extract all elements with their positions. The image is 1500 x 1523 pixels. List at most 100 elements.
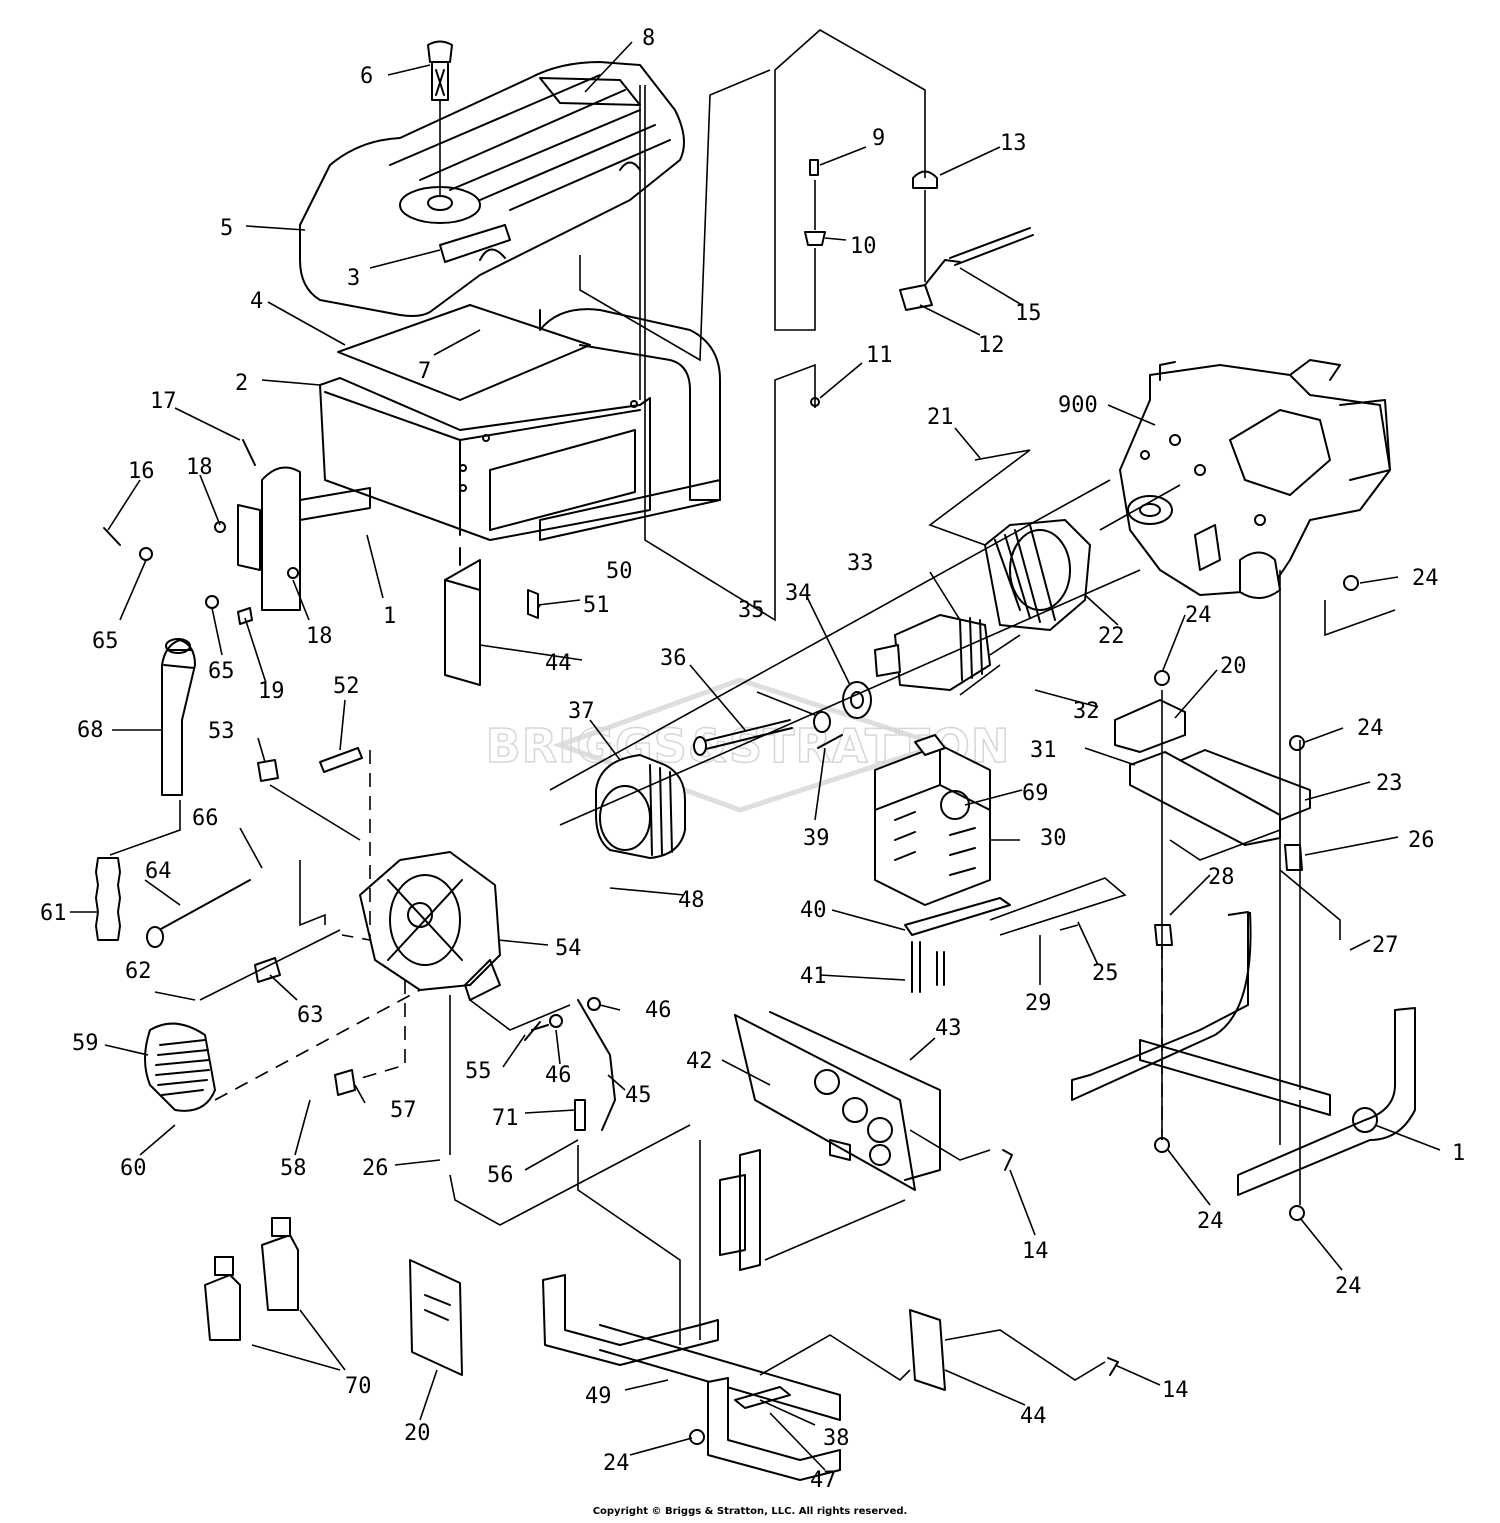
callout-27: 27 (1372, 933, 1399, 958)
mounting-rails (1114, 699, 1311, 946)
stator (595, 754, 686, 859)
fuel-tank-plate (337, 304, 591, 401)
callout-9: 9 (872, 126, 885, 151)
callout-17: 17 (150, 389, 177, 414)
muffler-bolts (817, 734, 945, 993)
callout-66: 66 (192, 806, 219, 831)
callout-55: 55 (465, 1059, 492, 1084)
callout-24a: 24 (1412, 566, 1439, 591)
callout-52: 52 (333, 674, 360, 699)
callout-8: 8 (642, 26, 655, 51)
callout-49: 49 (585, 1384, 612, 1409)
callout-4: 4 (250, 289, 263, 314)
muffler-bracket (904, 897, 1011, 936)
callout-12: 12 (978, 333, 1005, 358)
callout-6: 6 (360, 64, 373, 89)
callout-5: 5 (220, 216, 233, 241)
callout-13: 13 (1000, 131, 1027, 156)
callout-18b: 18 (306, 624, 333, 649)
callout-50: 50 (606, 559, 633, 584)
callout-45: 45 (625, 1083, 652, 1108)
callout-51: 51 (583, 593, 610, 618)
frame-bracket-lower (909, 1309, 946, 1391)
callout-48: 48 (678, 888, 705, 913)
callout-28: 28 (1208, 865, 1235, 890)
assembly-lines (109, 29, 1396, 1382)
callout-34: 34 (785, 581, 812, 606)
callout-3: 3 (347, 266, 360, 291)
callout-68: 68 (77, 718, 104, 743)
callout-10: 10 (850, 234, 877, 259)
callout-1: 1 (383, 604, 396, 629)
callout-44b: 44 (1020, 1404, 1047, 1429)
callout-43: 43 (935, 1016, 962, 1041)
stator-housing (984, 519, 1091, 631)
oil-bottles (204, 1217, 299, 1341)
callout-58: 58 (280, 1156, 307, 1181)
callout-63: 63 (297, 1003, 324, 1028)
callout-59: 59 (72, 1031, 99, 1056)
callout-37: 37 (568, 699, 595, 724)
handle-assembly (161, 638, 196, 796)
engine-assembly (1119, 359, 1391, 599)
callout-36: 36 (660, 646, 687, 671)
callout-26b: 26 (362, 1156, 389, 1181)
callout-65b: 65 (208, 659, 235, 684)
callout-30: 30 (1040, 826, 1067, 851)
callout-2: 2 (235, 371, 248, 396)
frame-tube-upper (237, 308, 721, 611)
callout-23: 23 (1376, 771, 1403, 796)
muffler (874, 734, 991, 906)
callout-16: 16 (128, 459, 155, 484)
callout-24c: 24 (1357, 716, 1384, 741)
rotor (874, 614, 991, 691)
nuts-and-bolts (689, 575, 1359, 1445)
copyright-notice: Copyright © Briggs & Stratton, LLC. All … (592, 1506, 908, 1517)
callout-24b: 24 (1185, 603, 1212, 628)
callout-labels: 1 1 2 3 4 5 6 7 8 9 10 11 12 13 14 14 15… (40, 26, 1465, 1493)
callout-18a: 18 (186, 455, 213, 480)
ground-wire (524, 997, 616, 1131)
callout-20b: 20 (404, 1421, 431, 1446)
callout-24f: 24 (603, 1451, 630, 1476)
end-cover-grille (144, 1022, 216, 1112)
callout-70: 70 (345, 1374, 372, 1399)
callout-61: 61 (40, 901, 67, 926)
callout-35: 35 (738, 598, 765, 623)
callout-46a: 46 (645, 998, 672, 1023)
callout-24d: 24 (1197, 1209, 1224, 1234)
frame-right (1071, 911, 1416, 1196)
callout-46b: 46 (545, 1063, 572, 1088)
callout-24e: 24 (1335, 1274, 1362, 1299)
callout-21: 21 (927, 405, 954, 430)
callout-40: 40 (800, 898, 827, 923)
callout-31: 31 (1030, 738, 1057, 763)
callout-42: 42 (686, 1049, 713, 1074)
callout-15: 15 (1015, 301, 1042, 326)
fuel-tank (299, 61, 685, 317)
callout-33: 33 (847, 551, 874, 576)
frame-left (542, 1149, 841, 1481)
callout-69: 69 (1022, 781, 1049, 806)
leader-lines (70, 41, 1441, 1471)
callout-22: 22 (1098, 624, 1125, 649)
through-bolt (693, 719, 793, 756)
callout-54: 54 (555, 936, 582, 961)
callout-53: 53 (208, 719, 235, 744)
callout-19: 19 (258, 679, 285, 704)
callout-900: 900 (1058, 393, 1098, 418)
callout-39: 39 (803, 826, 830, 851)
callout-25: 25 (1092, 961, 1119, 986)
support-bracket (444, 547, 539, 686)
callout-1b: 1 (1452, 1141, 1465, 1166)
callout-32: 32 (1073, 699, 1100, 724)
callout-57: 57 (390, 1098, 417, 1123)
frame-bracket-housing (319, 377, 651, 541)
callout-65a: 65 (92, 629, 119, 654)
callout-44: 44 (545, 651, 572, 676)
operators-manual (409, 1259, 463, 1376)
end-bell (359, 851, 501, 1001)
washer-35 (813, 711, 831, 733)
callout-41: 41 (800, 964, 827, 989)
